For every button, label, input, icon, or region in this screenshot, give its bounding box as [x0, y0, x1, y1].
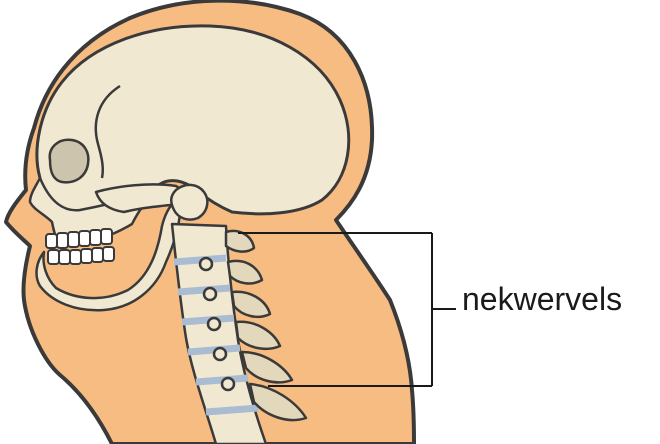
- eye-socket: [50, 140, 89, 183]
- process-tip-4: [214, 348, 226, 360]
- disc-6: [206, 408, 258, 412]
- process-tip-1: [200, 258, 212, 270]
- process-tip-5: [222, 378, 234, 390]
- process-tip-3: [208, 318, 220, 330]
- process-tip-2: [204, 288, 216, 300]
- vertebrae-label: nekwervels: [462, 280, 622, 318]
- skull-base: [171, 185, 207, 220]
- lower-teeth: [48, 247, 114, 264]
